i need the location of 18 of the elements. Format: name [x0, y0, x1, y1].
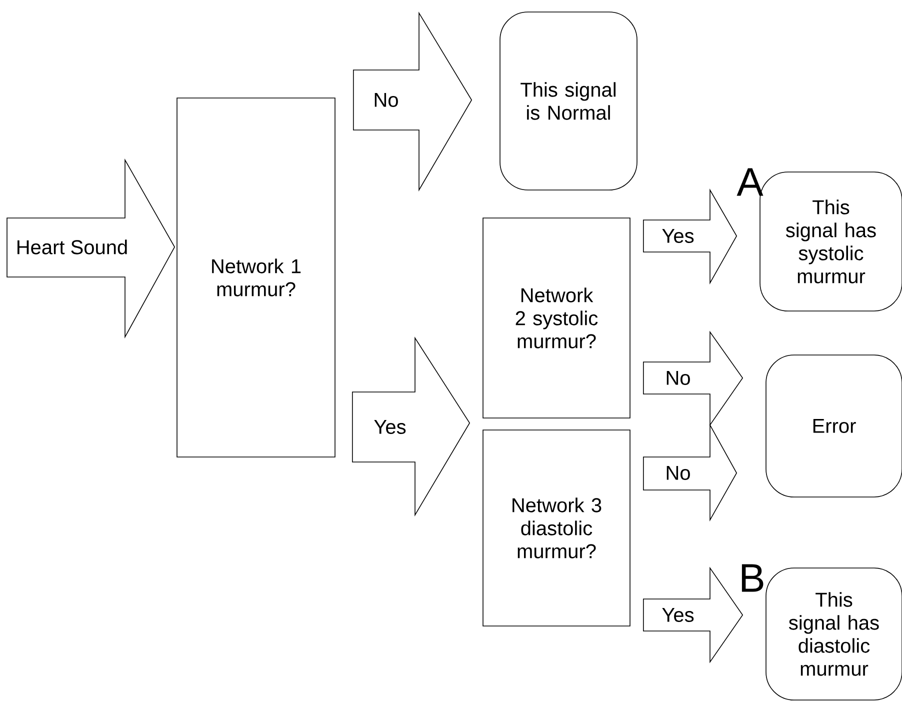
letter-label: B: [742, 564, 764, 592]
edge-label: Yes: [662, 608, 694, 622]
result-box: This signal is Normal: [500, 12, 638, 190]
block-arrow: [643, 330, 744, 426]
block-arrow: [352, 336, 470, 516]
network-box: Network 2 systolic murmur?: [482, 218, 630, 418]
block-arrow: [643, 423, 738, 522]
network-box: Network 3 diastolic murmur?: [482, 430, 630, 626]
edge-label: No: [666, 371, 690, 385]
edge-label: No: [374, 93, 398, 107]
network-box: Network 1 murmur?: [176, 98, 336, 458]
edge-label: Heart Sound: [18, 240, 127, 254]
edge-label: Yes: [374, 420, 406, 434]
edge-label: No: [666, 466, 690, 480]
block-arrow: [353, 12, 472, 192]
result-box: Error: [766, 354, 902, 498]
result-box: This signal has diastolic murmur: [766, 568, 902, 700]
edge-label: Yes: [662, 229, 694, 243]
